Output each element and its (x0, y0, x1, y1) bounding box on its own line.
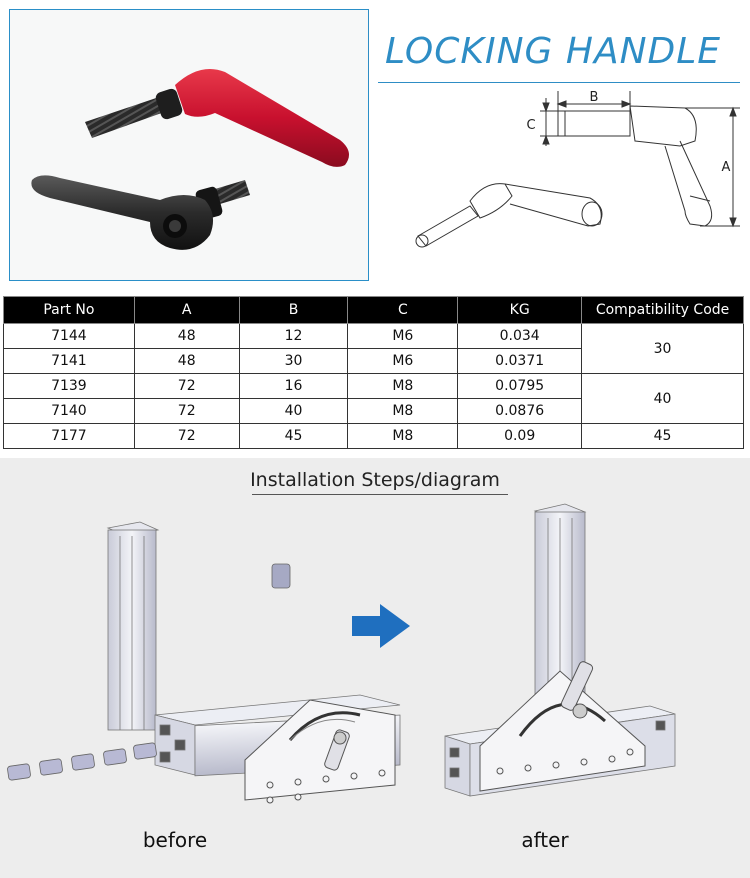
technical-drawing: B C A (415, 90, 740, 248)
cell-c: M6 (347, 348, 459, 374)
table-header-row: Part No A B C KG Compatibility Code (3, 296, 744, 324)
cell-compat-code: 40 (581, 373, 744, 424)
cell-kg: 0.09 (457, 423, 583, 449)
cell-part-no: 7177 (3, 423, 135, 449)
col-header-a: A (133, 296, 240, 324)
cell-part-no: 7144 (3, 323, 135, 349)
title-divider-vertical (368, 9, 369, 85)
cell-a: 72 (133, 423, 240, 449)
table-row: 7144 48 12 M6 0.034 30 (3, 323, 744, 374)
cell-c: M8 (347, 373, 459, 399)
cell-b: 30 (238, 348, 349, 374)
installation-title-underline (252, 494, 508, 495)
cell-part-no: 7139 (3, 373, 135, 399)
col-header-c: C (347, 296, 459, 324)
cell-c: M8 (347, 423, 459, 449)
cell-a: 48 (133, 323, 240, 349)
before-label: before (142, 828, 208, 852)
cell-compat-code: 30 (581, 323, 744, 374)
spec-table: Part No A B C KG Compatibility Code 7144… (3, 296, 744, 449)
cell-part-no: 7140 (3, 398, 135, 424)
cell-kg: 0.034 (457, 323, 583, 349)
col-header-b: B (238, 296, 349, 324)
cell-b: 45 (238, 423, 349, 449)
cell-a: 48 (133, 348, 240, 374)
cell-kg: 0.0795 (457, 373, 583, 399)
cell-b: 16 (238, 373, 349, 399)
cell-compat-code: 45 (581, 423, 744, 449)
cell-a: 72 (133, 373, 240, 399)
col-header-compat-code: Compatibility Code (581, 296, 744, 324)
diagram-after (444, 503, 676, 797)
locking-handle-photo (31, 68, 349, 250)
product-photo (9, 9, 369, 281)
dim-label-a: A (722, 160, 731, 175)
page-title: LOCKING HANDLE (384, 31, 722, 72)
arrow-right-icon (352, 604, 410, 648)
col-header-part-no: Part No (3, 296, 135, 324)
installation-title: Installation Steps/diagram (250, 469, 500, 491)
cell-c: M8 (347, 398, 459, 424)
cell-kg: 0.0876 (457, 398, 583, 424)
cell-part-no: 7141 (3, 348, 135, 374)
cell-c: M6 (347, 323, 459, 349)
red-handle-icon (85, 68, 349, 167)
col-header-kg: KG (457, 296, 583, 324)
cell-b: 40 (238, 398, 349, 424)
diagram-before (7, 521, 401, 804)
table-row: 7177 72 45 M8 0.09 45 (3, 423, 744, 449)
after-label: after (521, 828, 569, 852)
cell-b: 12 (238, 323, 349, 349)
table-row: 7141 48 30 M6 0.0371 (3, 348, 744, 374)
table-row: 7139 72 16 M8 0.0795 40 (3, 373, 744, 424)
dim-label-b: B (590, 90, 599, 105)
title-underline (378, 82, 740, 83)
table-row: 7140 72 40 M8 0.0876 (3, 398, 744, 424)
dim-label-c: C (526, 118, 535, 133)
black-handle-icon (31, 175, 250, 250)
cell-a: 72 (133, 398, 240, 424)
cell-kg: 0.0371 (457, 348, 583, 374)
